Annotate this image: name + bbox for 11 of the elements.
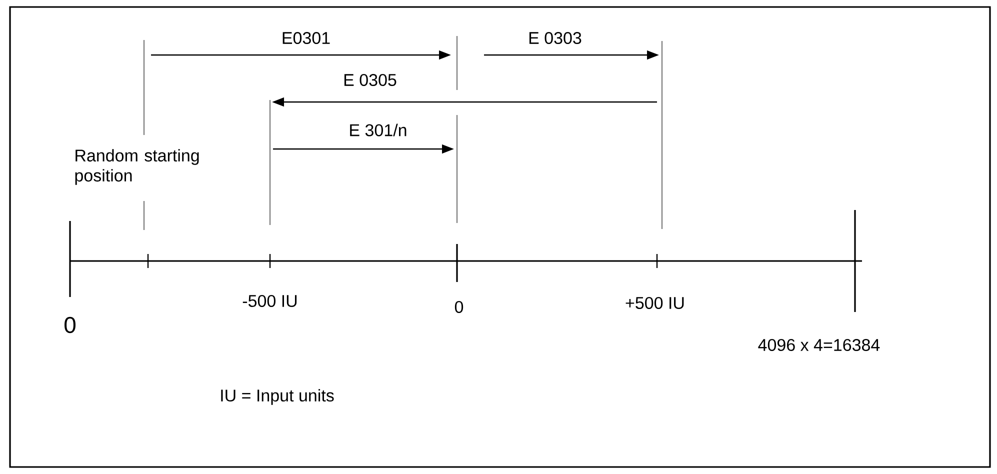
axis-label: 0 (454, 300, 464, 314)
note-text: IU = Input units (221, 389, 334, 405)
arrow-label: E 301/n (350, 124, 406, 136)
axis-label: 0 (64, 316, 76, 334)
arrow-label: E 0305 (344, 74, 396, 86)
axis-label: -500 IU (242, 294, 297, 308)
axis-label: 4096 x 4=16384 (758, 338, 880, 352)
note-text: Random starting position (75, 149, 199, 185)
axis-label: +500 IU (626, 296, 684, 310)
arrow-label: E0301 (282, 32, 330, 44)
arrow-label: E 0303 (529, 32, 582, 44)
